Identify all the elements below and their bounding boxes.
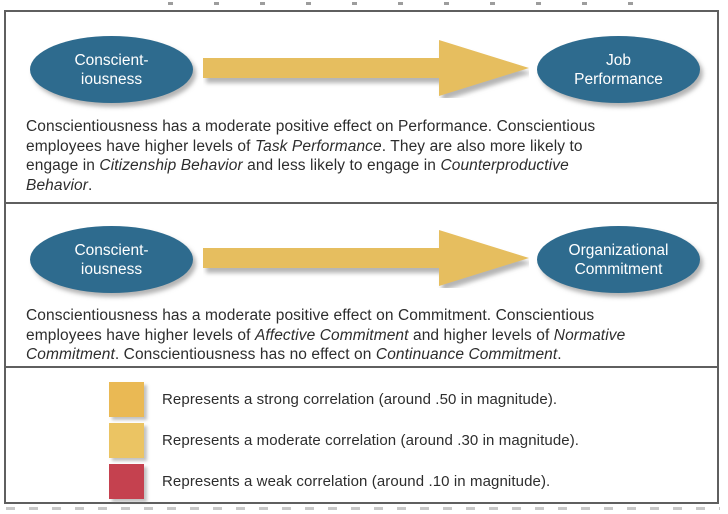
panel-correlation-legend: Represents a strong correlation (around …	[6, 368, 717, 502]
panel-job-performance: Conscient- iousness Job Performance Cons…	[6, 12, 717, 204]
correlation-arrow-commitment	[203, 230, 529, 286]
legend-label-moderate: Represents a moderate correlation (aroun…	[162, 432, 580, 449]
commitment-description-text: Conscientiousness has a moderate positiv…	[26, 307, 626, 364]
strong-correlation-swatch	[109, 382, 144, 417]
performance-description-text: Conscientiousness has a moderate positiv…	[26, 118, 596, 194]
panel-organizational-commitment: Conscient- iousness Organizational Commi…	[6, 204, 717, 368]
legend-row-moderate: Represents a moderate correlation (aroun…	[109, 423, 717, 458]
legend-row-weak: Represents a weak correlation (around .1…	[109, 464, 717, 499]
diagram-performance: Conscient- iousness Job Performance	[6, 12, 717, 112]
construct-node-organizational-commitment: Organizational Commitment	[537, 226, 700, 293]
moderate-correlation-swatch	[109, 423, 144, 458]
legend-label-weak: Represents a weak correlation (around .1…	[162, 473, 551, 490]
conscientiousness-effects-figure: Conscient- iousness Job Performance Cons…	[4, 10, 719, 504]
legend-row-strong: Represents a strong correlation (around …	[109, 382, 717, 417]
legend-label-strong: Represents a strong correlation (around …	[162, 391, 558, 408]
cropped-text-artifact-bottom	[6, 507, 720, 510]
cropped-text-artifact-top	[168, 2, 646, 5]
construct-node-job-performance: Job Performance	[537, 36, 700, 103]
legend-rows: Represents a strong correlation (around …	[6, 368, 717, 499]
construct-node-conscientiousness: Conscient- iousness	[30, 36, 193, 103]
diagram-commitment: Conscient- iousness Organizational Commi…	[6, 204, 717, 300]
weak-correlation-swatch	[109, 464, 144, 499]
construct-node-conscientiousness: Conscient- iousness	[30, 226, 193, 293]
correlation-arrow-performance	[203, 40, 529, 96]
